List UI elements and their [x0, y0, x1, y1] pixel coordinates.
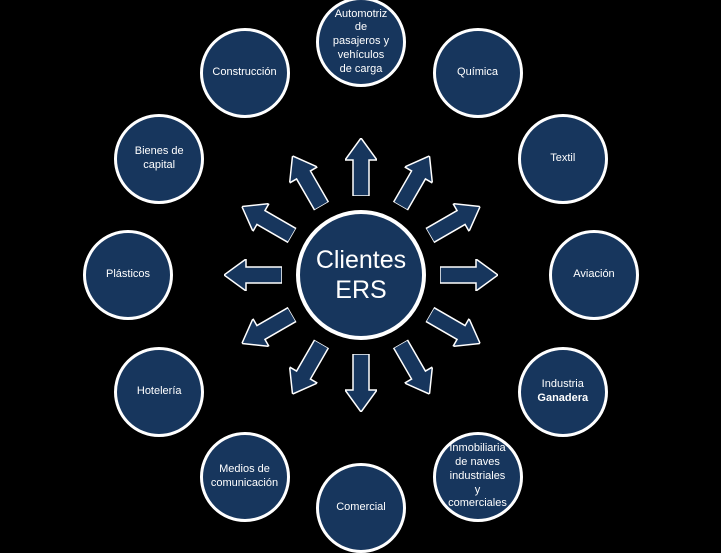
node-plasticos: Plásticos	[83, 230, 173, 320]
node-medios: Medios de comunicación	[199, 431, 290, 522]
arrow-inmobiliaria	[387, 335, 444, 401]
node-hoteleria: Hotelería	[114, 346, 205, 437]
node-label: Química	[457, 66, 498, 79]
node-comercial: Comercial	[316, 463, 406, 553]
node-label: Plásticos	[105, 268, 151, 281]
arrow-textil	[421, 193, 487, 250]
node-label: Bienes de capital	[134, 144, 184, 171]
arrow-ganadera	[421, 301, 487, 358]
node-label: Automotriz de pasajeros y vehículos de c…	[332, 7, 390, 75]
node-label: Construcción	[212, 66, 277, 79]
arrow-hoteleria	[234, 301, 300, 358]
node-label: Inmobiliaria de naves industriales y com…	[448, 442, 507, 510]
node-label: Textil	[550, 151, 576, 164]
node-textil: Textil	[517, 113, 608, 204]
arrow-medios	[279, 335, 336, 401]
node-inmobiliaria: Inmobiliaria de naves industriales y com…	[432, 431, 523, 522]
arrow-construccion	[279, 148, 336, 214]
node-construccion: Construcción	[199, 28, 290, 119]
center-node: Clientes ERS	[296, 210, 426, 340]
arrow-automotriz	[345, 138, 377, 196]
node-bienes-capital: Bienes de capital	[114, 113, 205, 204]
clientes-diagram: Clientes ERS Automotriz de pasajeros y v…	[83, 0, 639, 553]
node-automotriz: Automotriz de pasajeros y vehículos de c…	[316, 0, 406, 87]
node-quimica: Química	[432, 28, 523, 119]
arrow-bienes	[234, 193, 300, 250]
arrow-comercial	[345, 354, 377, 412]
node-aviacion: Aviación	[549, 230, 639, 320]
center-label: Clientes ERS	[315, 246, 407, 304]
node-label: Medios de comunicación	[210, 463, 279, 489]
arrow-aviacion	[440, 259, 498, 291]
node-label: Hotelería	[136, 384, 182, 397]
node-label: Comercial	[336, 501, 386, 514]
node-label: Aviación	[573, 268, 615, 281]
arrow-quimica	[387, 148, 444, 214]
arrow-plasticos	[224, 259, 282, 291]
